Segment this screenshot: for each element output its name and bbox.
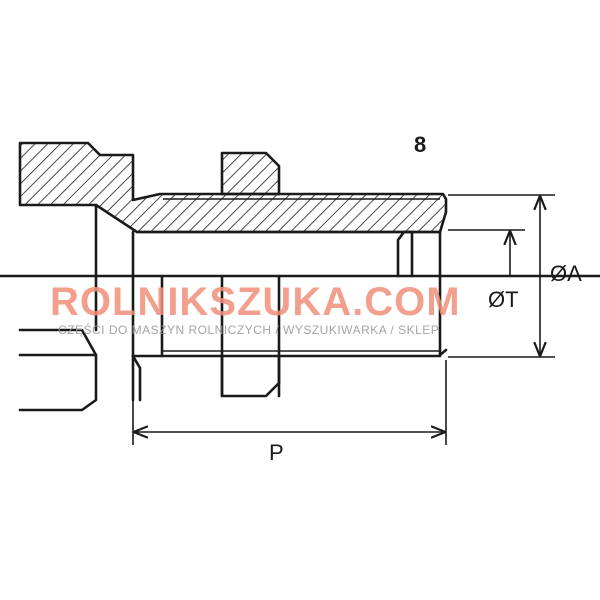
thread-end-groove bbox=[396, 230, 414, 278]
dimension-label-A: ØA bbox=[550, 261, 582, 286]
body-lower-outline bbox=[18, 328, 98, 412]
watermark-subtitle: CZĘŚCI DO MASZYN ROLNICZYCH / WYSZUKIWAR… bbox=[58, 322, 439, 337]
nut-lower-section bbox=[220, 354, 281, 398]
watermark-title: ROLNIKSZUKA.COM bbox=[50, 280, 461, 324]
lower-collar bbox=[131, 354, 142, 402]
body-upper-section bbox=[18, 141, 448, 234]
dimension-label-T: ØT bbox=[488, 287, 519, 312]
dimension-label-P: P bbox=[269, 440, 284, 465]
nut-upper-section bbox=[220, 151, 281, 196]
part-number-label: 8 bbox=[414, 132, 426, 157]
